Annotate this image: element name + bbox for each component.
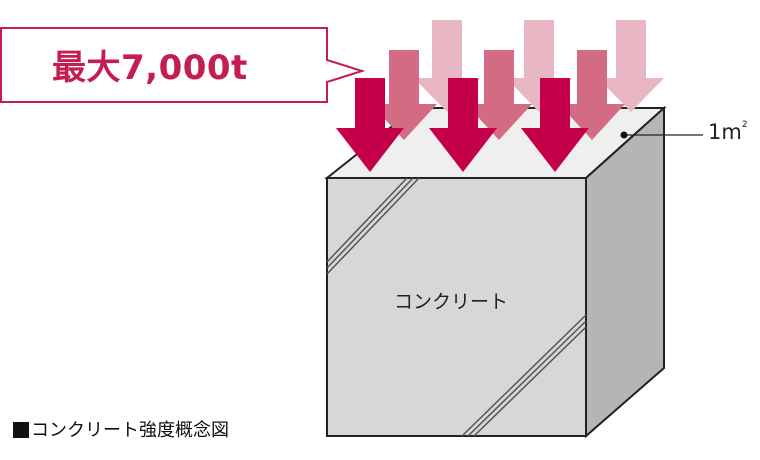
arrows-middle-row xyxy=(371,50,625,140)
cube-front-face xyxy=(326,177,587,437)
pressure-arrow xyxy=(371,50,437,140)
caption-text: コンクリート強度概念図 xyxy=(31,420,229,441)
area-leader-dot xyxy=(620,131,628,139)
pressure-arrow xyxy=(336,78,404,172)
glass-reflection-top xyxy=(326,177,420,275)
pressure-arrow xyxy=(559,50,625,140)
area-value: 1m xyxy=(708,120,742,144)
pressure-arrow xyxy=(598,20,664,112)
arrows-front-row xyxy=(336,78,589,172)
area-label: 1m2 xyxy=(708,120,748,144)
max-load-callout-text: 最大7,000t xyxy=(52,48,248,88)
diagram-caption: コンクリート強度概念図 xyxy=(13,416,229,442)
area-unit-superscript: 2 xyxy=(741,120,748,130)
concrete-label: コンクリート xyxy=(394,291,509,313)
glass-reflection-bottom xyxy=(461,314,587,437)
pressure-arrow xyxy=(466,50,532,140)
callout-box xyxy=(0,27,366,103)
pressure-arrow xyxy=(429,78,497,172)
pressure-arrow xyxy=(521,78,589,172)
caption-bullet-square-icon xyxy=(13,422,29,438)
